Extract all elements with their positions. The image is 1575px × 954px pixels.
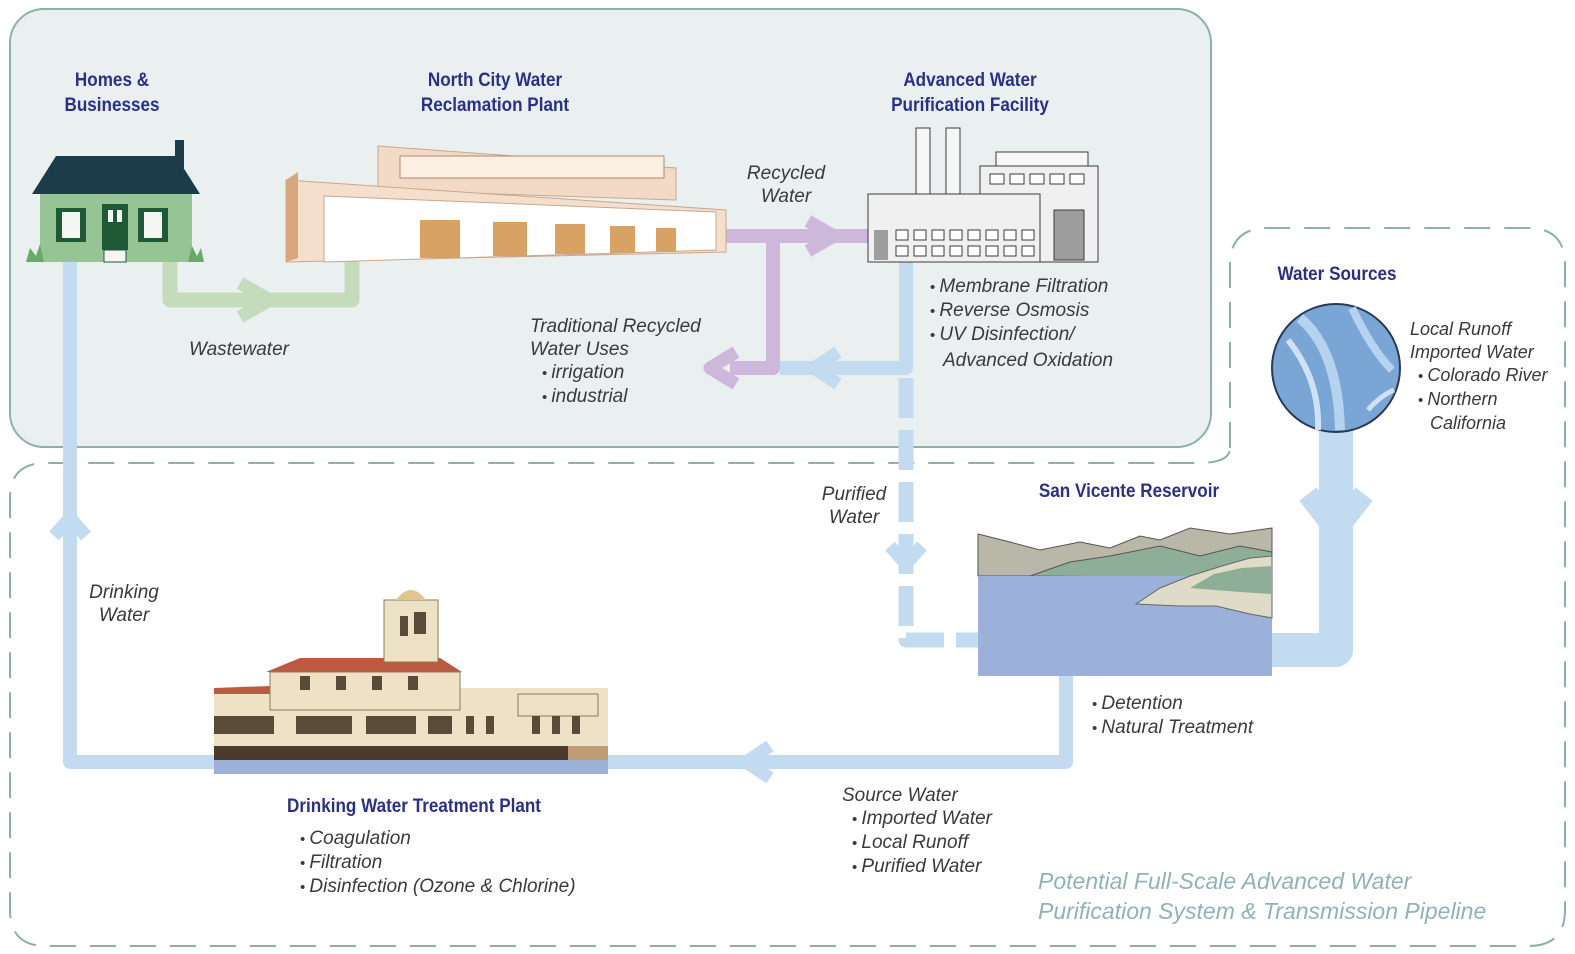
source-water-item: Local Runoff <box>852 831 992 855</box>
reservoir-title: San Vicente Reservoir <box>1038 481 1220 502</box>
water-source-subitems: Colorado River Northern <box>1410 364 1547 412</box>
purification-title: Advanced Water Purification Facility <box>871 68 1069 118</box>
traditional-uses-heading-line1: Traditional Recycled <box>530 316 701 337</box>
homes-title-line1: Homes & <box>74 70 150 91</box>
pipeline-caption: Potential Full-Scale Advanced Water Puri… <box>1038 866 1486 926</box>
purification-process-list: Membrane Filtration Reverse Osmosis UV D… <box>930 275 1108 347</box>
purified-pipe <box>898 378 980 648</box>
water-source-subitem: Colorado River <box>1418 364 1547 388</box>
globe-icon <box>1271 303 1401 433</box>
factory-icon <box>285 145 727 263</box>
source-water-heading: Source Water <box>842 785 958 806</box>
recycled-water-label: Recycled Water <box>736 162 836 208</box>
purification-title-line1: Advanced Water <box>903 70 1037 91</box>
purification-process-item: Membrane Filtration <box>930 275 1108 299</box>
treatment-plant-title: Drinking Water Treatment Plant <box>286 796 542 817</box>
potential-system-boundary <box>9 227 1566 947</box>
traditional-uses-heading-line2: Water Uses <box>530 339 629 360</box>
traditional-uses-label: Traditional Recycled Water Uses irrigati… <box>530 315 701 409</box>
traditional-pipe <box>730 236 780 375</box>
source-water-pipe <box>608 674 1073 769</box>
pipeline-caption-line1: Potential Full-Scale Advanced Water <box>1038 868 1412 894</box>
water-sources-title: Water Sources <box>1277 264 1397 285</box>
source-water-item: Purified Water <box>852 855 992 879</box>
treatment-process-item: Filtration <box>300 851 576 875</box>
pipeline-caption-line2: Purification System & Transmission Pipel… <box>1038 898 1487 924</box>
house-icon <box>26 140 204 263</box>
reservoir-process-item: Detention <box>1092 692 1253 716</box>
purified-chevron <box>885 541 927 571</box>
water-source-item: Local Runoff <box>1410 319 1512 339</box>
purified-water-label: Purified Water <box>804 483 904 529</box>
source-water-label: Source Water Imported Water Local Runoff… <box>842 784 992 879</box>
drinking-water-label: Drinking Water <box>74 581 174 627</box>
source-inflow-chevron <box>1299 487 1373 541</box>
reclamation-title-line2: Reclamation Plant <box>420 95 570 116</box>
reservoir-icon <box>977 527 1273 676</box>
water-source-subitem-continuation: California <box>1430 413 1507 433</box>
drinking-water-label-line1: Drinking <box>89 582 159 603</box>
homes-title-line2: Businesses <box>64 95 160 116</box>
water-sources-list: Local Runoff Imported Water Colorado Riv… <box>1410 318 1547 435</box>
homes-title: Homes & Businesses <box>49 68 175 118</box>
source-water-item: Imported Water <box>852 807 992 831</box>
traditional-uses-list: irrigation industrial <box>530 361 701 409</box>
wastewater-label: Wastewater <box>189 339 289 360</box>
purification-process-item: UV Disinfection/ <box>930 323 1108 347</box>
treatment-plant-icon <box>214 590 608 774</box>
traditional-use-item: industrial <box>542 385 701 409</box>
purification-process-item: Reverse Osmosis <box>930 299 1108 323</box>
facility-icon <box>867 127 1099 263</box>
drinking-water-pipe <box>63 262 214 769</box>
reclamation-title-line1: North City Water <box>427 70 563 91</box>
reservoir-process-item: Natural Treatment <box>1092 716 1253 740</box>
source-water-chevron <box>739 740 774 784</box>
source-water-list: Imported Water Local Runoff Purified Wat… <box>842 807 992 879</box>
water-source-item: Imported Water <box>1410 342 1534 362</box>
flow-pipes <box>49 215 1373 784</box>
purified-water-label-line1: Purified <box>821 484 887 505</box>
recycled-water-label-line1: Recycled <box>746 163 826 184</box>
wastewater-chevron <box>236 277 277 323</box>
reclamation-title: North City Water Reclamation Plant <box>405 68 585 118</box>
treatment-process-list: Coagulation Filtration Disinfection (Ozo… <box>300 827 576 899</box>
drinking-water-chevron <box>49 511 91 541</box>
source-inflow-pipe <box>1272 430 1353 667</box>
purification-title-line2: Purification Facility <box>891 95 1049 116</box>
traditional-chevron <box>703 346 740 390</box>
traditional-use-item: irrigation <box>542 361 701 385</box>
purification-process-continuation: Advanced Oxidation <box>943 350 1114 371</box>
treatment-process-item: Disinfection (Ozone & Chlorine) <box>300 875 575 899</box>
recycled-water-label-line2: Water <box>760 186 812 207</box>
water-source-subitem: Northern <box>1418 388 1547 412</box>
purified-water-label-line2: Water <box>828 507 880 528</box>
drinking-water-label-line2: Water <box>98 605 150 626</box>
treatment-process-item: Coagulation <box>300 827 576 851</box>
reservoir-process-list: Detention Natural Treatment <box>1092 692 1253 740</box>
facility-return-chevron <box>807 346 842 390</box>
recycled-chevron <box>804 215 841 257</box>
